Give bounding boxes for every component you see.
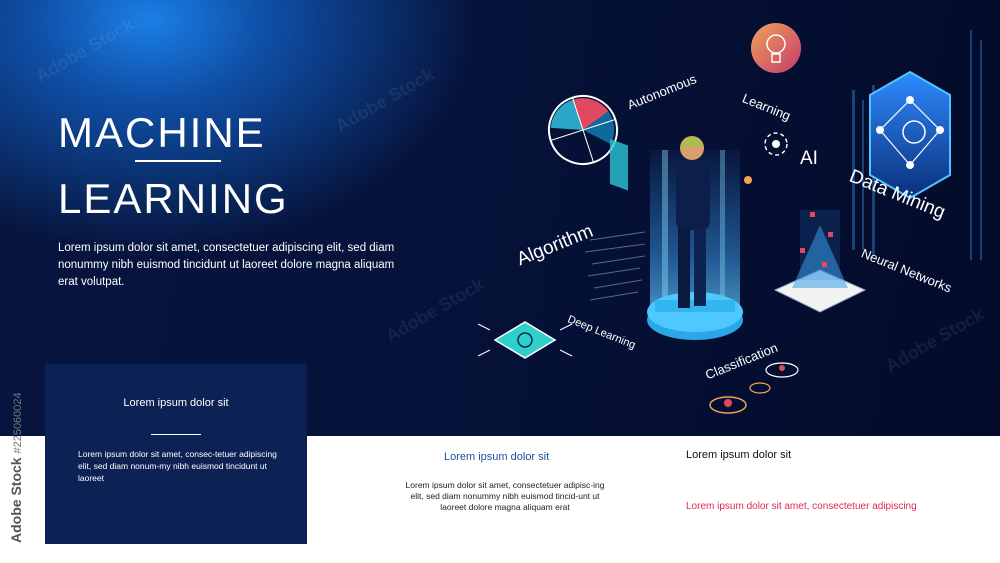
brain-gear-icon bbox=[764, 132, 788, 156]
machine-learning-illustration: Autonomous Learning AI Data Mining Algor… bbox=[470, 0, 1000, 436]
stock-credit-text: Adobe Stock #225060024 bbox=[8, 318, 24, 543]
card-text: Lorem ipsum dolor sit amet, consec-tetue… bbox=[78, 449, 277, 483]
chip-brain-icon bbox=[477, 321, 573, 359]
info-card: Lorem ipsum dolor sit Lorem ipsum dolor … bbox=[45, 364, 307, 544]
pyramid-icon bbox=[773, 210, 867, 313]
card-title: Lorem ipsum dolor sit bbox=[123, 397, 229, 409]
code-lines bbox=[584, 231, 646, 301]
hero-description: Lorem ipsum dolor sit amet, consectetuer… bbox=[58, 242, 395, 288]
hero-title-line2: LEARNING bbox=[58, 175, 289, 222]
lightbulb-icon bbox=[751, 23, 801, 73]
watermark: Adobe Stock bbox=[332, 63, 438, 137]
illustration-graphics bbox=[477, 23, 982, 414]
gesture-hand-icon bbox=[744, 176, 752, 184]
column3-text: Lorem ipsum dolor sit amet, consectetuer… bbox=[686, 501, 917, 512]
watermark: Adobe Stock bbox=[32, 13, 138, 87]
hero-section: Adobe Stock Adobe Stock Adobe Stock Adob… bbox=[0, 0, 1000, 436]
credit-brand: Adobe Stock bbox=[8, 457, 24, 543]
orbit-icon bbox=[709, 362, 799, 414]
label-ai: AI bbox=[800, 148, 818, 169]
hero-title-line1: MACHINE bbox=[58, 109, 266, 156]
column2-title: Lorem ipsum dolor sit bbox=[444, 451, 550, 463]
card-divider bbox=[151, 434, 201, 435]
column2-text: Lorem ipsum dolor sit amet, consectetuer… bbox=[405, 480, 605, 512]
stock-credit: Adobe Stock #225060024 bbox=[8, 318, 32, 543]
column3-title: Lorem ipsum dolor sit bbox=[686, 449, 792, 461]
person-figure bbox=[676, 136, 710, 308]
radar-panel bbox=[610, 138, 628, 191]
floating-cubes bbox=[800, 212, 833, 267]
title-divider bbox=[135, 160, 221, 162]
network-hexagon-icon bbox=[869, 70, 951, 200]
radar-icon bbox=[548, 95, 618, 165]
credit-id: #225060024 bbox=[12, 392, 24, 454]
